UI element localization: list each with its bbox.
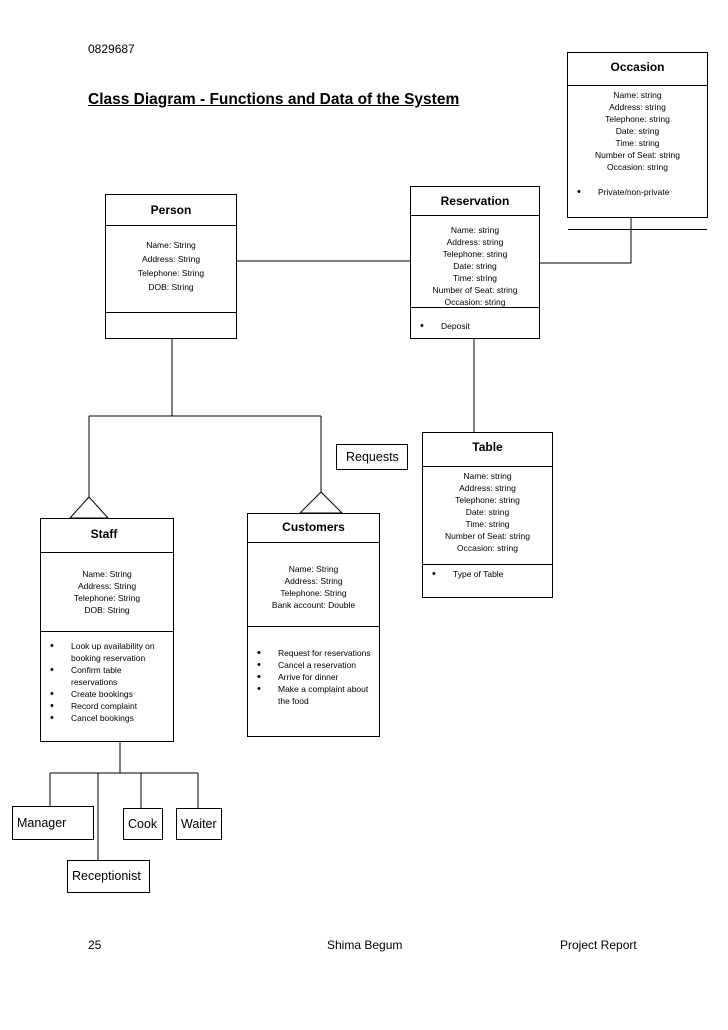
- attribute: Telephone: String: [280, 588, 347, 598]
- method: Private/non-private: [568, 186, 707, 198]
- attribute: Name: string: [450, 225, 500, 235]
- requests-label: Requests: [336, 444, 408, 470]
- class-reservation: Reservation Name: string Address: string…: [410, 186, 540, 339]
- attribute: Address: String: [77, 581, 137, 591]
- role-manager: Manager: [12, 806, 94, 840]
- method: Make a complaint about the food: [248, 683, 371, 707]
- attribute: DOB: String: [148, 282, 194, 292]
- attribute: Date: string: [453, 261, 497, 271]
- attribute: Name: String: [146, 240, 196, 250]
- method: Record complaint: [41, 700, 163, 712]
- attribute: Name: string: [463, 471, 512, 481]
- attribute: Telephone: string: [455, 495, 520, 505]
- footer-doc-type: Project Report: [560, 938, 637, 952]
- class-name: Staff: [90, 527, 118, 541]
- attribute: Name: String: [82, 569, 132, 579]
- method-list: Type of Table: [423, 568, 552, 580]
- attribute: Address: String: [284, 576, 343, 586]
- attribute: Address: String: [141, 254, 201, 264]
- attribute: Time: string: [615, 138, 660, 148]
- attribute: Number of Seat: string: [594, 150, 681, 160]
- attribute: Name: String: [288, 564, 339, 574]
- attribute: Telephone: String: [73, 593, 141, 603]
- method: Cancel a reservation: [248, 659, 371, 671]
- method-list: Private/non-private: [568, 186, 707, 198]
- role-receptionist: Receptionist: [67, 860, 150, 893]
- method: Arrive for dinner: [248, 671, 371, 683]
- page-title: Class Diagram - Functions and Data of th…: [88, 91, 460, 108]
- assoc-occasion-reservation: [539, 218, 632, 264]
- attribute: Time: string: [452, 273, 498, 283]
- method: Deposit: [411, 320, 539, 332]
- class-person: Person Name: String Address: String Tele…: [105, 194, 237, 339]
- attribute: Address: string: [446, 237, 504, 247]
- attribute: DOB: String: [84, 605, 130, 615]
- class-name: Occasion: [610, 60, 665, 74]
- attribute-list: Name: String Address: String Telephone: …: [106, 238, 236, 294]
- attribute: Telephone: string: [442, 249, 508, 259]
- class-name: Table: [472, 440, 503, 454]
- attribute: Occasion: string: [444, 297, 506, 307]
- attribute: Number of Seat: string: [432, 285, 518, 295]
- attribute: Occasion: string: [457, 543, 518, 553]
- attribute: Date: string: [465, 507, 510, 517]
- document-id: 0829687: [88, 42, 135, 56]
- method-list: Deposit: [411, 320, 539, 332]
- class-name: Reservation: [440, 194, 510, 208]
- attribute: Bank account: Double: [271, 600, 356, 610]
- method: Confirm table reservations: [41, 664, 163, 688]
- attribute: Date: string: [615, 126, 660, 136]
- attribute: Number of Seat: string: [444, 531, 531, 541]
- attribute-list: Name: String Address: String Telephone: …: [248, 563, 379, 611]
- attribute: Address: string: [459, 483, 516, 493]
- class-table: Table Name: string Address: string Telep…: [422, 432, 553, 598]
- attribute: Telephone: String: [137, 268, 205, 278]
- method: Request for reservations: [248, 647, 371, 659]
- class-name: Customers: [282, 520, 345, 534]
- footer-author: Shima Begum: [327, 938, 403, 952]
- attribute-list: Name: string Address: string Telephone: …: [568, 89, 707, 173]
- attribute-list: Name: string Address: string Telephone: …: [411, 224, 539, 308]
- method: Create bookings: [41, 688, 163, 700]
- method-list: Request for reservations Cancel a reserv…: [248, 647, 371, 707]
- attribute: Time: string: [465, 519, 510, 529]
- method-list: Look up availability on booking reservat…: [41, 640, 163, 724]
- page-number: 25: [88, 938, 102, 952]
- attribute: Occasion: string: [607, 162, 668, 172]
- role-cook: Cook: [123, 808, 163, 840]
- class-customers: Customers Name: String Address: String T…: [247, 513, 380, 737]
- attribute: Address: string: [609, 102, 666, 112]
- staff-generalization-arrow: [68, 496, 110, 519]
- role-waiter: Waiter: [176, 808, 222, 840]
- attribute: Telephone: string: [605, 114, 670, 124]
- attribute-list: Name: String Address: String Telephone: …: [41, 568, 173, 616]
- method: Look up availability on booking reservat…: [41, 640, 163, 664]
- attribute-list: Name: string Address: string Telephone: …: [423, 470, 552, 554]
- attribute: Name: string: [613, 90, 662, 100]
- class-name: Person: [150, 203, 192, 217]
- customers-generalization-arrow: [298, 491, 344, 514]
- class-occasion: Occasion Name: string Address: string Te…: [567, 52, 708, 230]
- class-staff: Staff Name: String Address: String Telep…: [40, 518, 174, 742]
- method: Cancel bookings: [41, 712, 163, 724]
- method: Type of Table: [423, 568, 552, 580]
